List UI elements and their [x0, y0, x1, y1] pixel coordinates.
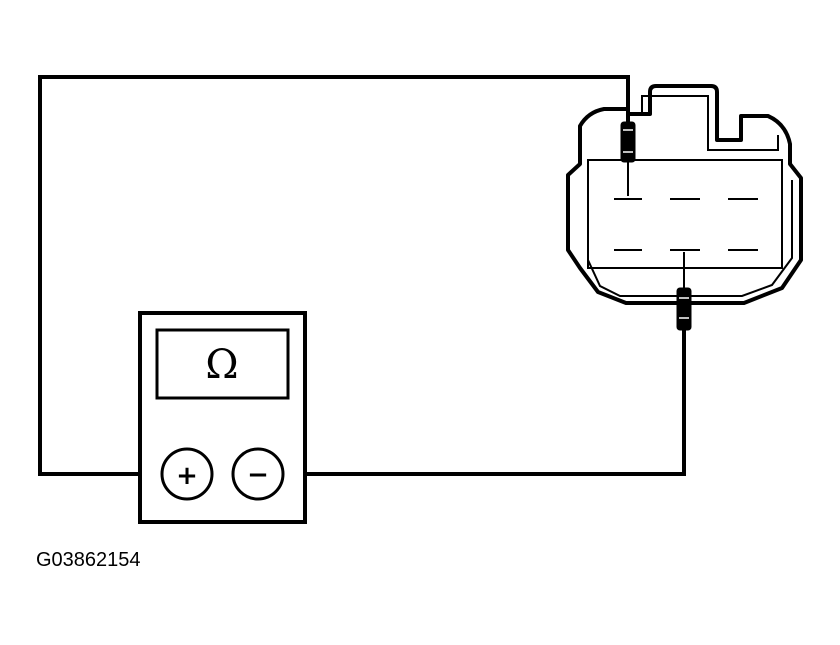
- figure-id: G03862154: [36, 549, 141, 571]
- ohmmeter: Ω + −: [138, 311, 307, 524]
- positive-jack: [160, 447, 214, 501]
- negative-lead-wire: [284, 330, 686, 476]
- ohm-symbol: Ω: [205, 342, 238, 388]
- connector-housing: [566, 84, 803, 305]
- connector: [566, 84, 803, 305]
- negative-jack-label: −: [247, 460, 269, 490]
- terminal-block: [587, 159, 783, 269]
- terminal-slots: [614, 198, 758, 251]
- connector-inner-outline: [587, 95, 793, 297]
- positive-jack-label: +: [176, 461, 198, 491]
- lower-probe: [676, 287, 692, 331]
- positive-lead-wire: [38, 75, 630, 476]
- negative-jack: [231, 447, 285, 501]
- meter-display: [155, 328, 290, 400]
- upper-probe: [620, 121, 636, 163]
